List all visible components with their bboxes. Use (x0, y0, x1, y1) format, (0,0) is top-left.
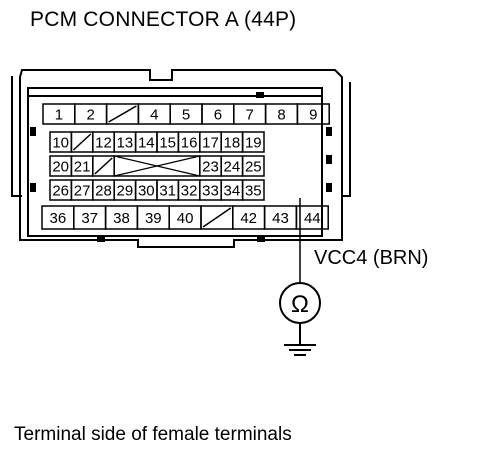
terminal-6: 6 (214, 107, 222, 124)
unused-terminal-block (113, 155, 201, 177)
terminal-17: 17 (202, 135, 219, 152)
connector-inner-body (27, 87, 323, 237)
terminal-38: 38 (113, 210, 130, 227)
blank-terminal-mark (94, 157, 113, 175)
latch-tab (97, 236, 105, 242)
latch-tab (257, 236, 265, 242)
terminal-1: 1 (55, 107, 63, 124)
latch-tab (326, 183, 332, 192)
ohmmeter-symbol: Ω (291, 291, 309, 318)
terminal-cell (296, 103, 330, 125)
terminal-24: 24 (224, 159, 241, 176)
terminal-20: 20 (52, 159, 69, 176)
terminal-33: 33 (202, 183, 219, 200)
terminal-28: 28 (95, 183, 112, 200)
terminal-13: 13 (117, 135, 134, 152)
terminal-25: 25 (245, 159, 262, 176)
terminal-cell (241, 155, 265, 177)
terminal-27: 27 (74, 183, 91, 200)
terminal-21: 21 (74, 159, 91, 176)
terminal-9: 9 (309, 107, 317, 124)
terminal-cell (295, 205, 329, 230)
latch-tab (256, 92, 264, 98)
terminal-12: 12 (95, 135, 112, 152)
latch-tab (326, 127, 332, 136)
terminal-18: 18 (224, 135, 241, 152)
connector-right-latch (342, 82, 351, 197)
ground-icon (284, 323, 316, 356)
diagram-title: PCM CONNECTOR A (44P) (30, 8, 297, 31)
terminal-43: 43 (272, 210, 289, 227)
terminal-26: 26 (52, 183, 69, 200)
terminal-39: 39 (145, 210, 162, 227)
terminal-31: 31 (159, 183, 176, 200)
terminal-36: 36 (50, 210, 67, 227)
terminal-4: 4 (150, 107, 158, 124)
connector-housing (19, 69, 343, 248)
probe-label: VCC4 (BRN) (314, 247, 429, 269)
blank-terminal-mark (108, 105, 137, 123)
terminal-19: 19 (245, 135, 262, 152)
connector-left-latch (11, 76, 22, 197)
blank-terminal-mark (202, 207, 232, 228)
unused-terminal-cross (114, 155, 200, 177)
terminal-16: 16 (181, 135, 198, 152)
terminal-30: 30 (138, 183, 155, 200)
terminal-10: 10 (52, 135, 69, 152)
terminal-5: 5 (182, 107, 190, 124)
terminal-42: 42 (240, 210, 257, 227)
terminal-35: 35 (245, 183, 262, 200)
blank-terminal-mark (72, 133, 92, 151)
latch-tab (30, 183, 36, 192)
terminal-2: 2 (87, 107, 95, 124)
terminal-44: 44 (304, 210, 321, 227)
terminal-7: 7 (246, 107, 254, 124)
diagram-caption: Terminal side of female terminals (14, 424, 292, 445)
terminal-29: 29 (117, 183, 134, 200)
latch-tab (30, 127, 36, 136)
terminal-34: 34 (224, 183, 241, 200)
terminal-32: 32 (181, 183, 198, 200)
terminal-cell (241, 179, 265, 201)
terminal-37: 37 (81, 210, 98, 227)
terminal-cell (241, 131, 265, 153)
terminal-14: 14 (138, 135, 155, 152)
terminal-15: 15 (159, 135, 176, 152)
terminal-8: 8 (277, 107, 285, 124)
latch-tab (326, 155, 332, 164)
terminal-40: 40 (177, 210, 194, 227)
terminal-23: 23 (202, 159, 219, 176)
